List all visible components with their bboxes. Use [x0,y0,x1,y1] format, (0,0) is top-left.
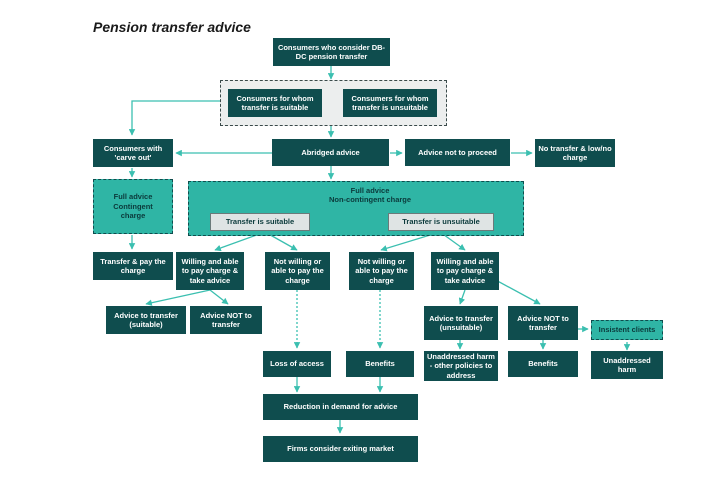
node-unaddressed-other: Unaddressed harm - other policies to add… [424,351,498,381]
node-full-contingent: Full advice Contingent charge [93,179,173,234]
full-advice-noncontingent-label: Full advice Non-contingent charge [328,186,412,205]
node-notwilling-1: Not willing or able to pay the charge [265,252,330,290]
node-advice-unsuitable: Advice to transfer (unsuitable) [424,306,498,340]
node-consumers-consider: Consumers who consider DB-DC pension tra… [273,38,390,66]
node-advice-not-2: Advice NOT to transfer [508,306,578,340]
node-advice-not-1: Advice NOT to transfer [190,306,262,334]
node-suitable: Consumers for whom transfer is suitable [228,89,322,117]
node-willing-1: Willing and able to pay charge & take ad… [176,252,244,290]
page-title: Pension transfer advice [93,19,251,35]
node-insistent: Insistent clients [591,320,663,340]
node-not-proceed: Advice not to proceed [405,139,510,166]
node-transfer-pay: Transfer & pay the charge [93,252,173,280]
node-exit-market: Firms consider exiting market [263,436,418,462]
node-benefits-1: Benefits [346,351,414,377]
node-transfer-suitable: Transfer is suitable [210,213,310,231]
node-no-transfer: No transfer & low/no charge [535,139,615,167]
node-unsuitable: Consumers for whom transfer is unsuitabl… [343,89,437,117]
node-loss-of-access: Loss of access [263,351,331,377]
node-notwilling-2: Not willing or able to pay the charge [349,252,414,290]
node-abridged: Abridged advice [272,139,389,166]
node-reduction: Reduction in demand for advice [263,394,418,420]
node-transfer-unsuitable: Transfer is unsuitable [388,213,494,231]
node-advice-suitable: Advice to transfer (suitable) [106,306,186,334]
node-unaddressed: Unaddressed harm [591,351,663,379]
node-willing-2: Willing and able to pay charge & take ad… [431,252,499,290]
node-benefits-2: Benefits [508,351,578,377]
node-carve-out: Consumers with 'carve out' [93,139,173,167]
